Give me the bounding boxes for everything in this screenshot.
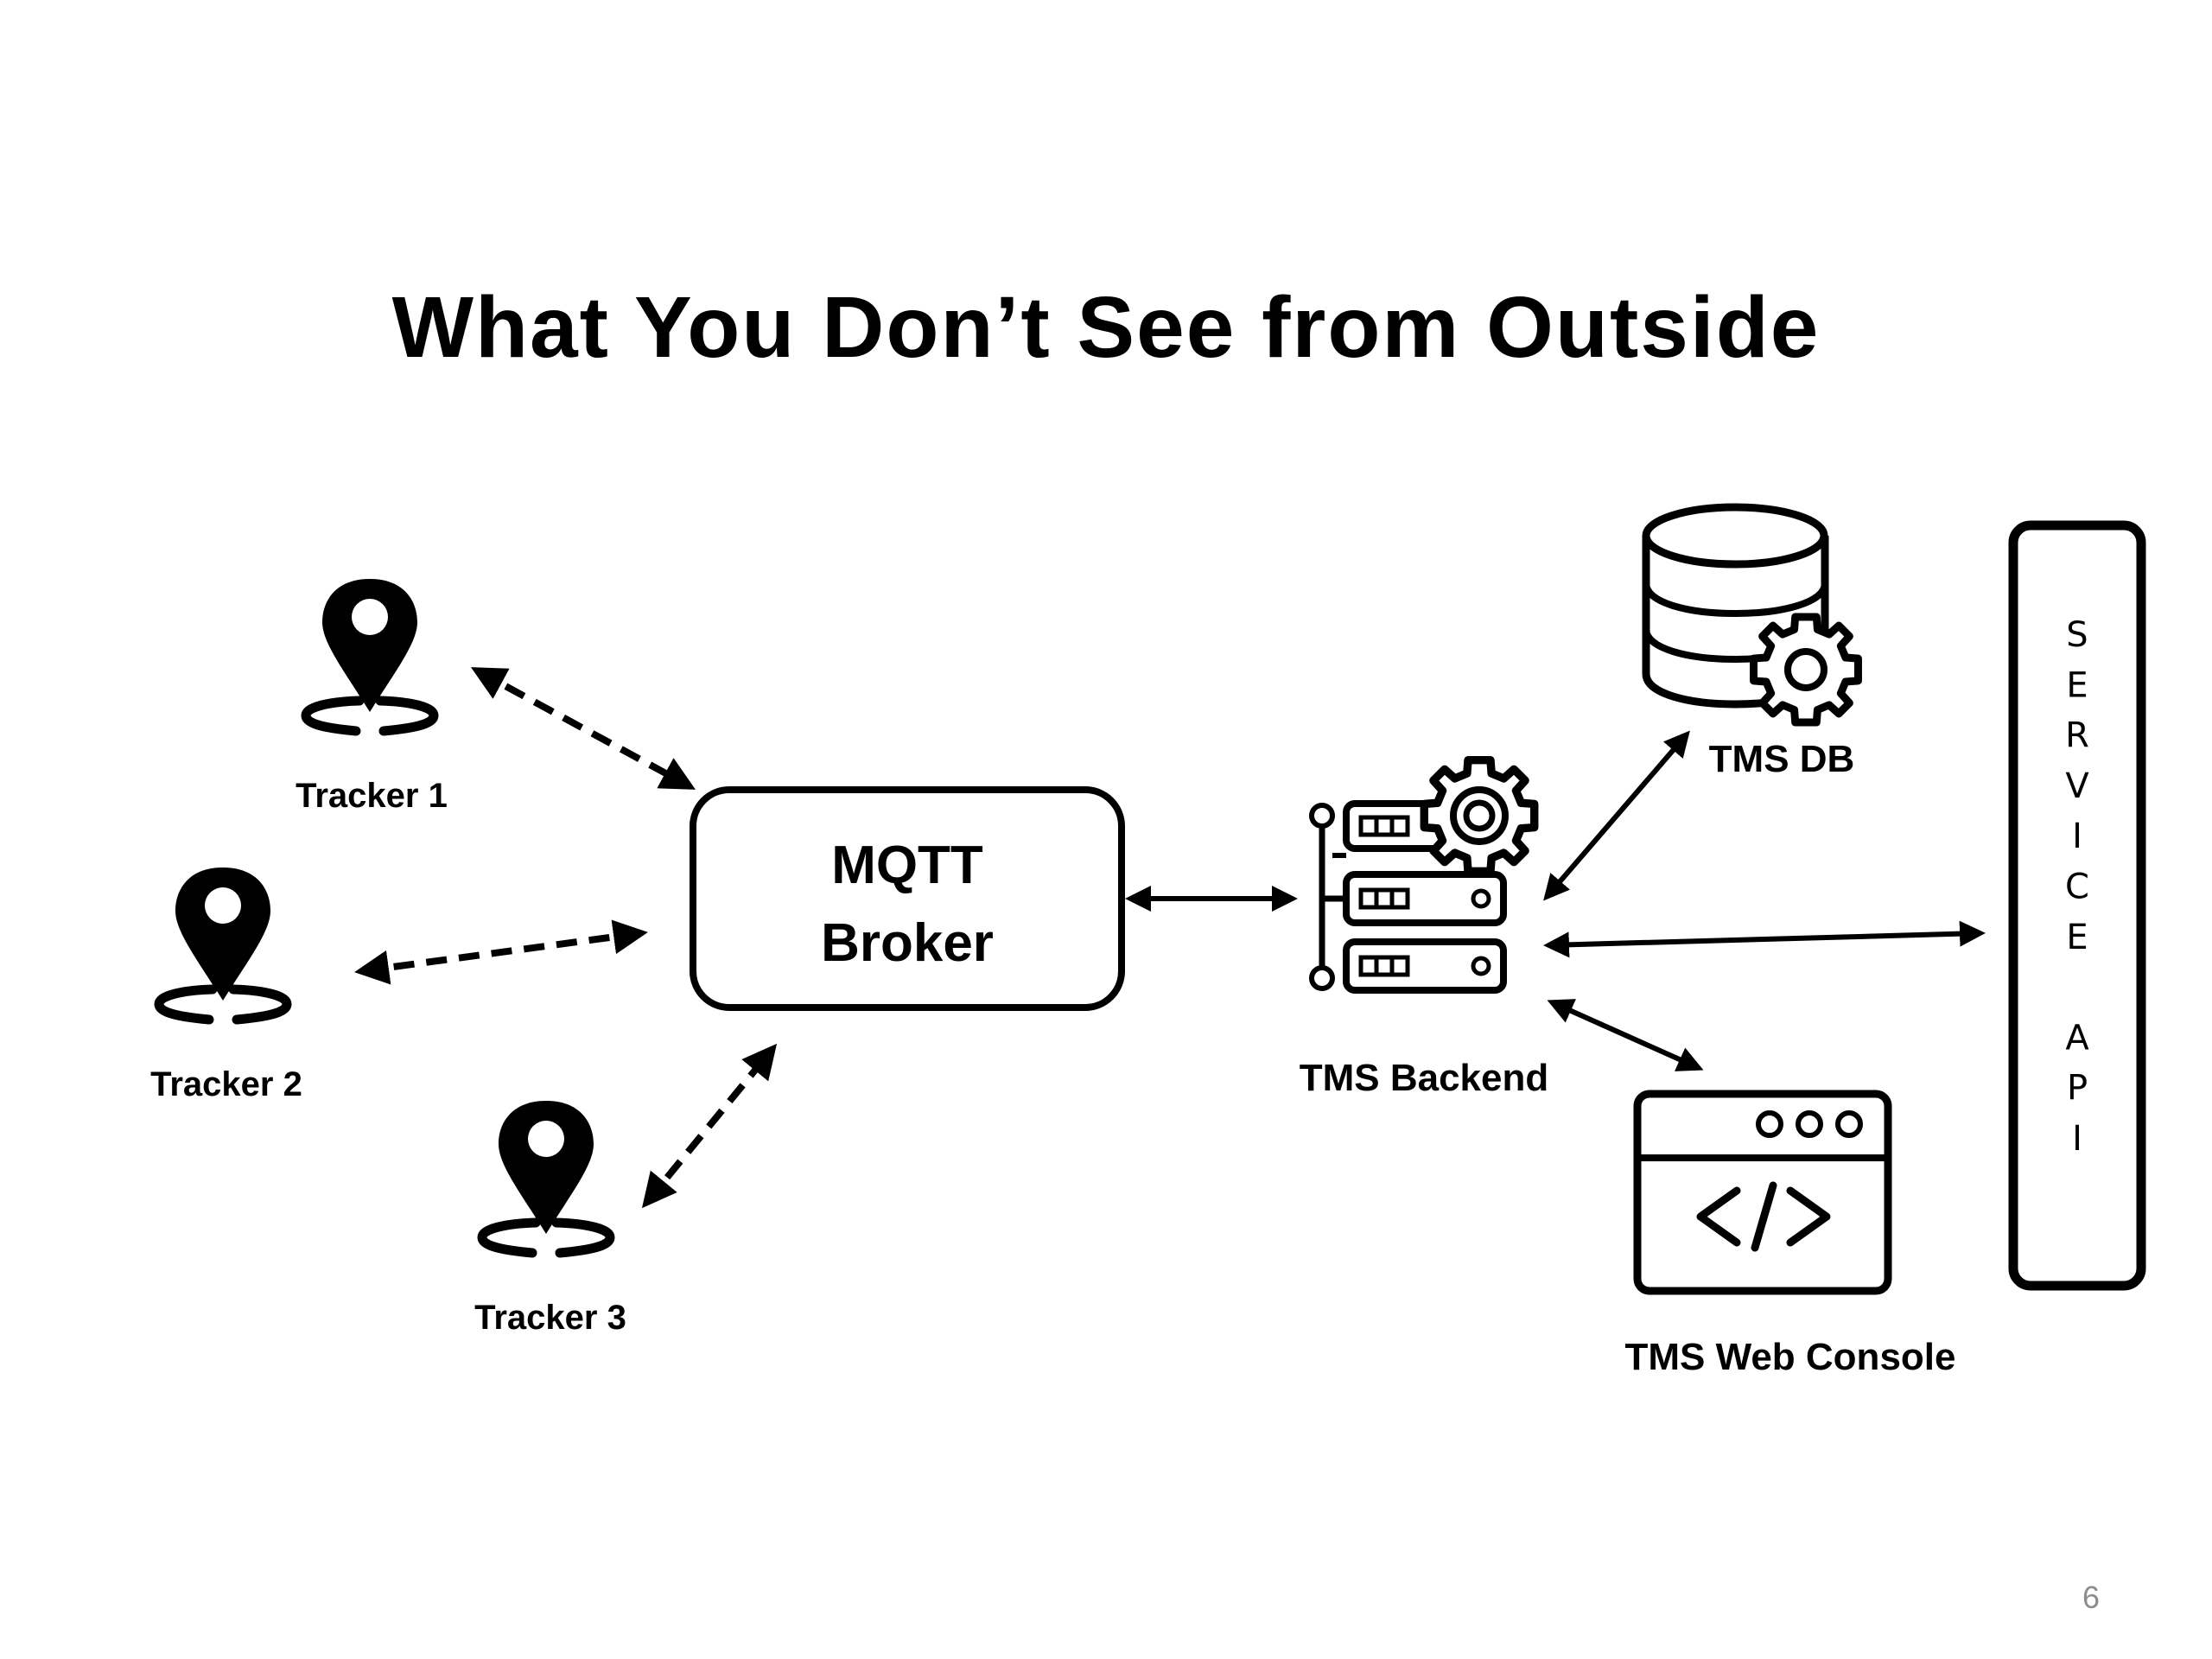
service-api-letter: V: [2065, 766, 2089, 806]
service-api-box: [2008, 520, 2146, 1291]
tms-db: TMS DB: [1642, 503, 1858, 780]
tms-web-console: TMS Web Console: [1625, 1090, 1956, 1378]
tracker3-broker-link: [641, 1043, 778, 1209]
broker-label-line2: Broker: [821, 913, 994, 973]
service-api-letter: I: [2072, 817, 2082, 856]
tracker1-broker-link: [470, 667, 696, 790]
code-window-icon: [1633, 1090, 1892, 1295]
database-gear-icon: [1642, 503, 1858, 722]
db-label: TMS DB: [1709, 738, 1855, 780]
tms-backend: TMS Backend: [1300, 760, 1549, 1099]
tracker-1-label: Tracker 1: [296, 777, 448, 815]
backend-db-link: [1543, 730, 1690, 901]
service-api-letter: I: [2072, 1119, 2082, 1159]
console-label: TMS Web Console: [1625, 1336, 1956, 1378]
tracker2-broker-link: [354, 919, 648, 985]
broker-label-line1: MQTT: [831, 836, 983, 895]
map-pin-icon: [482, 1101, 610, 1253]
mqtt-broker: MQTT Broker: [690, 786, 1125, 1011]
service-api-letter: E: [2066, 918, 2088, 957]
service-api-letter: A: [2065, 1018, 2089, 1058]
tracker-1: Tracker 1: [296, 579, 448, 815]
service-api-letter: R: [2065, 716, 2089, 756]
tracker-3: Tracker 3: [474, 1101, 626, 1337]
service-api-letter: E: [2066, 665, 2088, 705]
tracker-2-label: Tracker 2: [150, 1065, 302, 1103]
slide-title: What You Don’t See from Outside: [391, 279, 1821, 376]
connections: [354, 667, 1986, 1209]
server-gear-icon: [1309, 760, 1535, 994]
map-pin-icon: [306, 579, 434, 731]
service-api-letter: S: [2066, 615, 2088, 655]
backend-service-api-link: [1543, 920, 1986, 958]
tracker-2: Tracker 2: [150, 868, 302, 1103]
backend-console-link: [1547, 999, 1704, 1071]
map-pin-icon: [159, 868, 287, 1020]
page-number: 6: [2082, 1580, 2101, 1615]
service-api-letter: C: [2065, 868, 2089, 907]
backend-label: TMS Backend: [1300, 1057, 1549, 1099]
broker-box: [690, 786, 1125, 1011]
tracker-3-label: Tracker 3: [474, 1299, 626, 1337]
service-api-letter: P: [2067, 1069, 2088, 1109]
